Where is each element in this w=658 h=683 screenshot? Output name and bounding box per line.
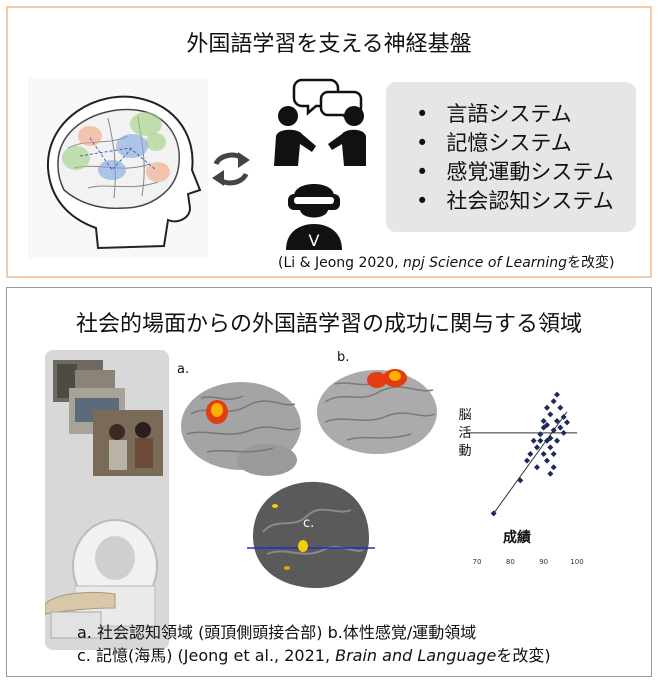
brain-head-illustration [28, 78, 208, 258]
caption-prefix: c. 記憶(海馬) (Jeong et al., 2021, [77, 646, 336, 665]
trend-line [493, 411, 568, 514]
scatter-point [560, 414, 567, 421]
caption-line-2: c. 記憶(海馬) (Jeong et al., 2021, Brain and… [77, 644, 551, 667]
scatter-point [524, 457, 530, 464]
scatter-point [537, 437, 544, 444]
scatter-point [560, 429, 567, 436]
x-axis-label: 成績 [503, 529, 531, 546]
systems-box: 言語システム 記憶システム 感覚運動システム 社会認知システム [386, 82, 636, 232]
x-tick-label: 70 [473, 558, 482, 566]
scatter-point [517, 477, 524, 484]
scatter-point [544, 404, 550, 411]
scatter-point [544, 457, 550, 464]
scatter-point [540, 451, 547, 457]
citation-journal: npj Science of Learning [403, 255, 568, 271]
top-title: 外国語学習を支える神経基盤 [186, 32, 472, 57]
scatter-point [550, 398, 557, 405]
scatter-point [527, 451, 534, 457]
scatter-point [564, 419, 570, 426]
x-tick-label: 80 [506, 558, 515, 566]
experiment-photos [45, 360, 163, 639]
y-axis-label: 活 [458, 426, 471, 441]
neural-basis-panel: 外国語学習を支える神経基盤 V [6, 6, 652, 278]
systems-list: 言語システム 記憶システム 感覚運動システム 社会認知システム [386, 82, 636, 216]
top-citation: (Li & Jeong 2020, npj Science of Learnin… [278, 252, 615, 272]
brain-image-c [247, 476, 375, 594]
y-axis-label: 脳 [458, 408, 471, 423]
scatter-point [547, 470, 554, 477]
x-tick-label: 90 [539, 558, 548, 566]
conversation-people-icon [274, 78, 366, 166]
scatter-point [557, 404, 564, 411]
scatter-point [554, 391, 560, 398]
caption-suffix: を改変) [496, 646, 551, 665]
scatter-point [554, 418, 560, 424]
vr-headset-icon: V [286, 184, 342, 250]
scatter-point [547, 435, 554, 442]
scatter-point [534, 444, 540, 451]
label-a: a. [177, 362, 190, 377]
bottom-title: 社会的場面からの外国語学習の成功に関与する領域 [75, 312, 582, 337]
system-sensorimotor: 感覚運動システム [416, 158, 636, 187]
brain-image-a [181, 382, 301, 476]
system-memory: 記憶システム [416, 129, 636, 158]
caption-journal: Brain and Language [335, 646, 497, 665]
scatter-point [550, 464, 557, 471]
citation-prefix: (Li & Jeong 2020, [278, 255, 404, 271]
system-social-cognition: 社会認知システム [416, 187, 636, 216]
y-axis-label: 動 [458, 444, 471, 459]
vr-label: V [309, 231, 320, 250]
label-c: c. [303, 516, 315, 531]
scatter-point [547, 444, 554, 451]
caption-line-1: a. 社会認知領域 (頭頂側頭接合部) b.体性感覚/運動領域 [77, 623, 477, 642]
scatter-point [550, 451, 557, 457]
scatter-point [530, 437, 537, 444]
scatter-point [537, 431, 544, 438]
scatter-point [544, 421, 550, 428]
x-tick-label: 100 [570, 558, 583, 566]
scatter-point [550, 427, 557, 434]
system-language: 言語システム [416, 100, 636, 129]
exchange-arrows-icon [212, 152, 250, 186]
scatter-point [540, 424, 547, 431]
label-b: b. [337, 350, 350, 365]
scatter-point [540, 418, 547, 424]
scatter-point [557, 424, 564, 431]
scatter-point [547, 411, 554, 418]
citation-suffix: を改変) [567, 255, 615, 271]
scatter-point [544, 437, 550, 444]
scatter-point [554, 437, 560, 444]
scatter-point [490, 510, 497, 517]
scatter-point [534, 464, 540, 471]
social-learning-panel: 社会的場面からの外国語学習の成功に関与する領域 a. b. [6, 287, 652, 677]
brain-image-b [317, 369, 437, 454]
